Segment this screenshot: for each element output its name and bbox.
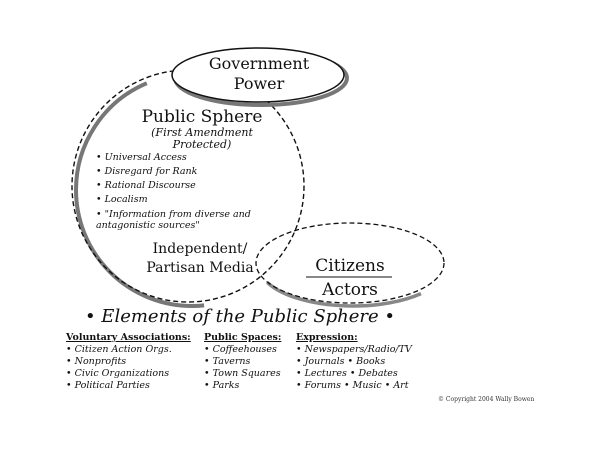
citizens-label-line1: Citizens [315, 256, 385, 276]
elements-column-voluntary: Voluntary Associations: Citizen Action O… [66, 332, 191, 392]
media-label: Independent/ Partisan Media [136, 240, 264, 278]
list-item: Coffeehouses [204, 344, 281, 356]
column-list: Newspapers/Radio/TV Journals • Books Lec… [296, 344, 412, 392]
list-item: Newspapers/Radio/TV [296, 344, 412, 356]
public-sphere-subtitle-line2: Protected) [172, 138, 232, 151]
public-sphere-features: Universal Access Disregard for Rank Rati… [96, 151, 261, 231]
public-sphere-circle-shadow [74, 72, 310, 308]
column-heading: Voluntary Associations: [66, 332, 191, 343]
media-label-line1: Independent/ [152, 241, 248, 257]
list-item: Journals • Books [296, 356, 412, 368]
elements-title: • Elements of the Public Sphere • [84, 306, 396, 327]
citizens-oval [255, 222, 445, 304]
list-item: Political Parties [66, 380, 191, 392]
public-sphere-subtitle: (First Amendment Protected) [122, 127, 282, 151]
feature-item: Localism [96, 193, 261, 207]
list-item: Citizen Action Orgs. [66, 344, 191, 356]
government-label-line1: Government [208, 54, 310, 73]
column-heading: Public Spaces: [204, 332, 282, 343]
list-item: Parks [204, 380, 281, 392]
list-item: Forums • Music • Art [296, 380, 412, 392]
list-item: Town Squares [204, 368, 281, 380]
government-label-line2: Power [233, 74, 285, 93]
feature-item: Disregard for Rank [96, 165, 261, 179]
citizens-label-line2: Actors [322, 280, 378, 300]
government-label: Government Power [196, 54, 322, 94]
elements-column-spaces: Public Spaces: Coffeehouses Taverns Town… [204, 332, 281, 392]
public-sphere-title: Public Sphere [141, 107, 263, 127]
list-item: Taverns [204, 356, 281, 368]
list-item: Nonprofits [66, 356, 191, 368]
citizens-label: Citizens Actors [304, 254, 396, 302]
feature-item: "Information from diverse and antagonist… [96, 209, 261, 231]
column-list: Coffeehouses Taverns Town Squares Parks [204, 344, 281, 392]
elements-column-expression: Expression: Newspapers/Radio/TV Journals… [296, 332, 412, 392]
media-label-line2: Partisan Media [146, 260, 254, 276]
feature-item: Universal Access [96, 151, 261, 165]
column-list: Citizen Action Orgs. Nonprofits Civic Or… [66, 344, 191, 392]
list-item: Lectures • Debates [296, 368, 412, 380]
government-oval [171, 47, 345, 103]
copyright-notice: © Copyright 2004 Wally Bowen [438, 396, 535, 403]
public-sphere-subtitle-line1: (First Amendment [151, 126, 253, 139]
feature-item: Rational Discourse [96, 179, 261, 193]
column-heading: Expression: [296, 332, 358, 343]
citizens-oval-shadow [257, 224, 449, 308]
list-item: Civic Organizations [66, 368, 191, 380]
